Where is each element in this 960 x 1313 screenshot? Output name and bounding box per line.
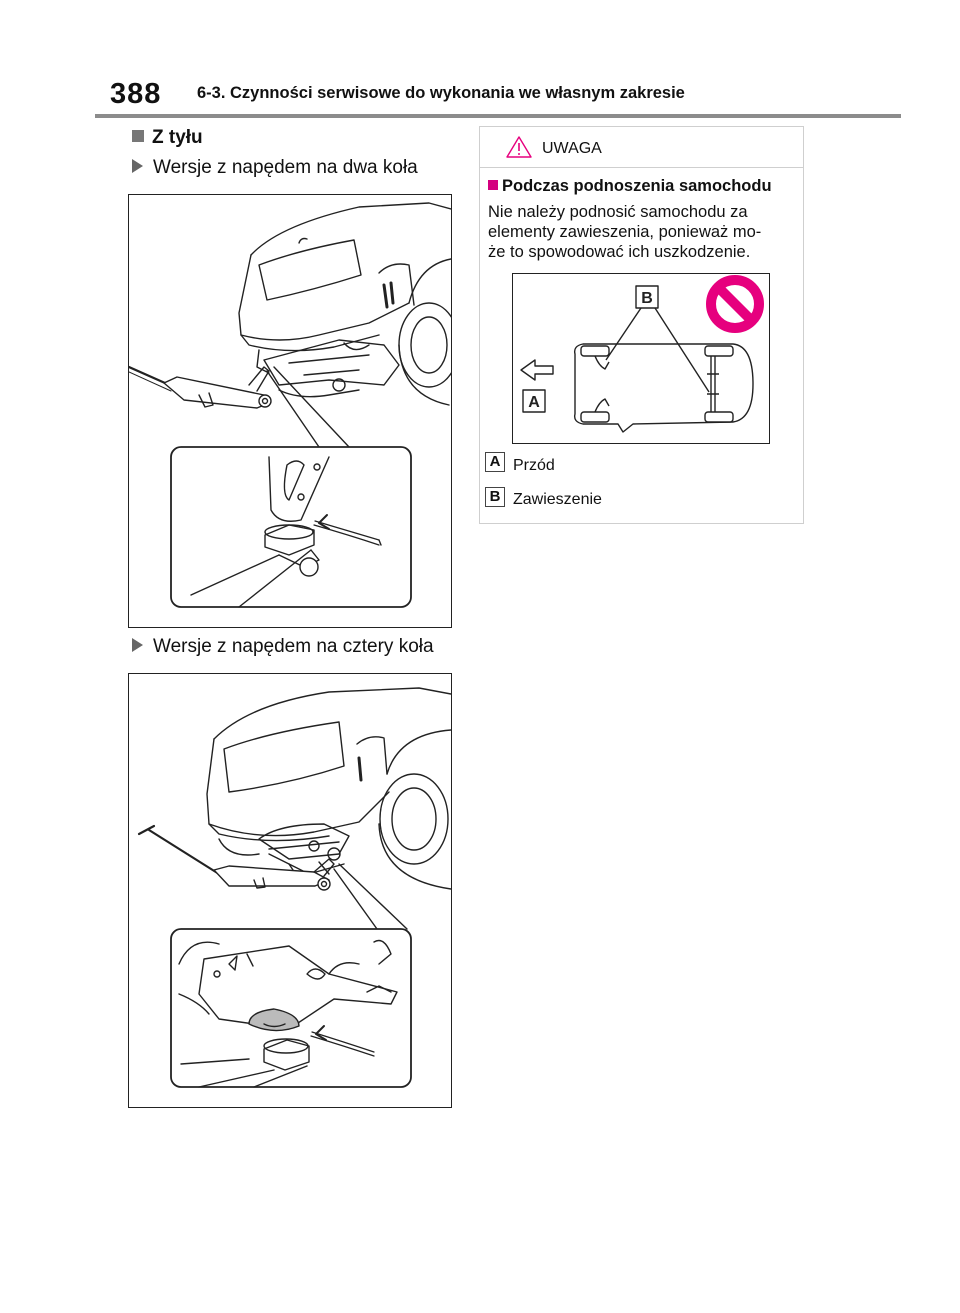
section-title: Z tyłu (132, 127, 203, 149)
legend-letter-b: B (485, 487, 505, 507)
legend-text-suspension: Zawieszenie (513, 491, 602, 508)
section-title-text: Z tyłu (152, 127, 203, 148)
warning-body-line: że to spowodować ich uszkodzenie. (488, 243, 751, 261)
figure-2wd-jack-point (128, 194, 452, 628)
warning-header: UWAGA (480, 127, 803, 168)
variant-4wd-heading: Wersje z napędem na cztery koła (132, 636, 434, 658)
variant-2wd-text: Wersje z napędem na dwa koła (153, 157, 418, 178)
suspension-diagram: A B (512, 273, 770, 444)
header-rule (95, 114, 901, 118)
legend-letter-a: A (485, 452, 505, 472)
square-bullet-icon (488, 180, 498, 190)
warning-subtitle: Podczas podnoszenia samochodu (488, 177, 772, 196)
warning-body: Nie należy podnosić samochodu za element… (488, 202, 793, 262)
figure-4wd-jack-point (128, 673, 452, 1108)
square-bullet-icon (132, 130, 144, 142)
section-header: 6-3. Czynności serwisowe do wykonania we… (197, 84, 685, 102)
svg-text:A: A (528, 394, 540, 411)
legend-text-front: Przód (513, 457, 555, 474)
variant-4wd-text: Wersje z napędem na cztery koła (153, 636, 434, 657)
warning-body-line: elementy zawieszenia, ponieważ mo- (488, 223, 762, 241)
warning-box: UWAGA Podczas podnoszenia samochodu Nie … (479, 126, 804, 524)
triangle-bullet-icon (132, 638, 143, 652)
page-number: 388 (110, 78, 162, 110)
variant-2wd-heading: Wersje z napędem na dwa koła (132, 157, 418, 179)
svg-text:B: B (641, 290, 653, 307)
warning-subtitle-text: Podczas podnoszenia samochodu (502, 177, 772, 195)
warning-body-line: Nie należy podnosić samochodu za (488, 203, 748, 221)
triangle-bullet-icon (132, 159, 143, 173)
warning-triangle-icon (506, 136, 532, 158)
warning-label: UWAGA (542, 140, 602, 157)
